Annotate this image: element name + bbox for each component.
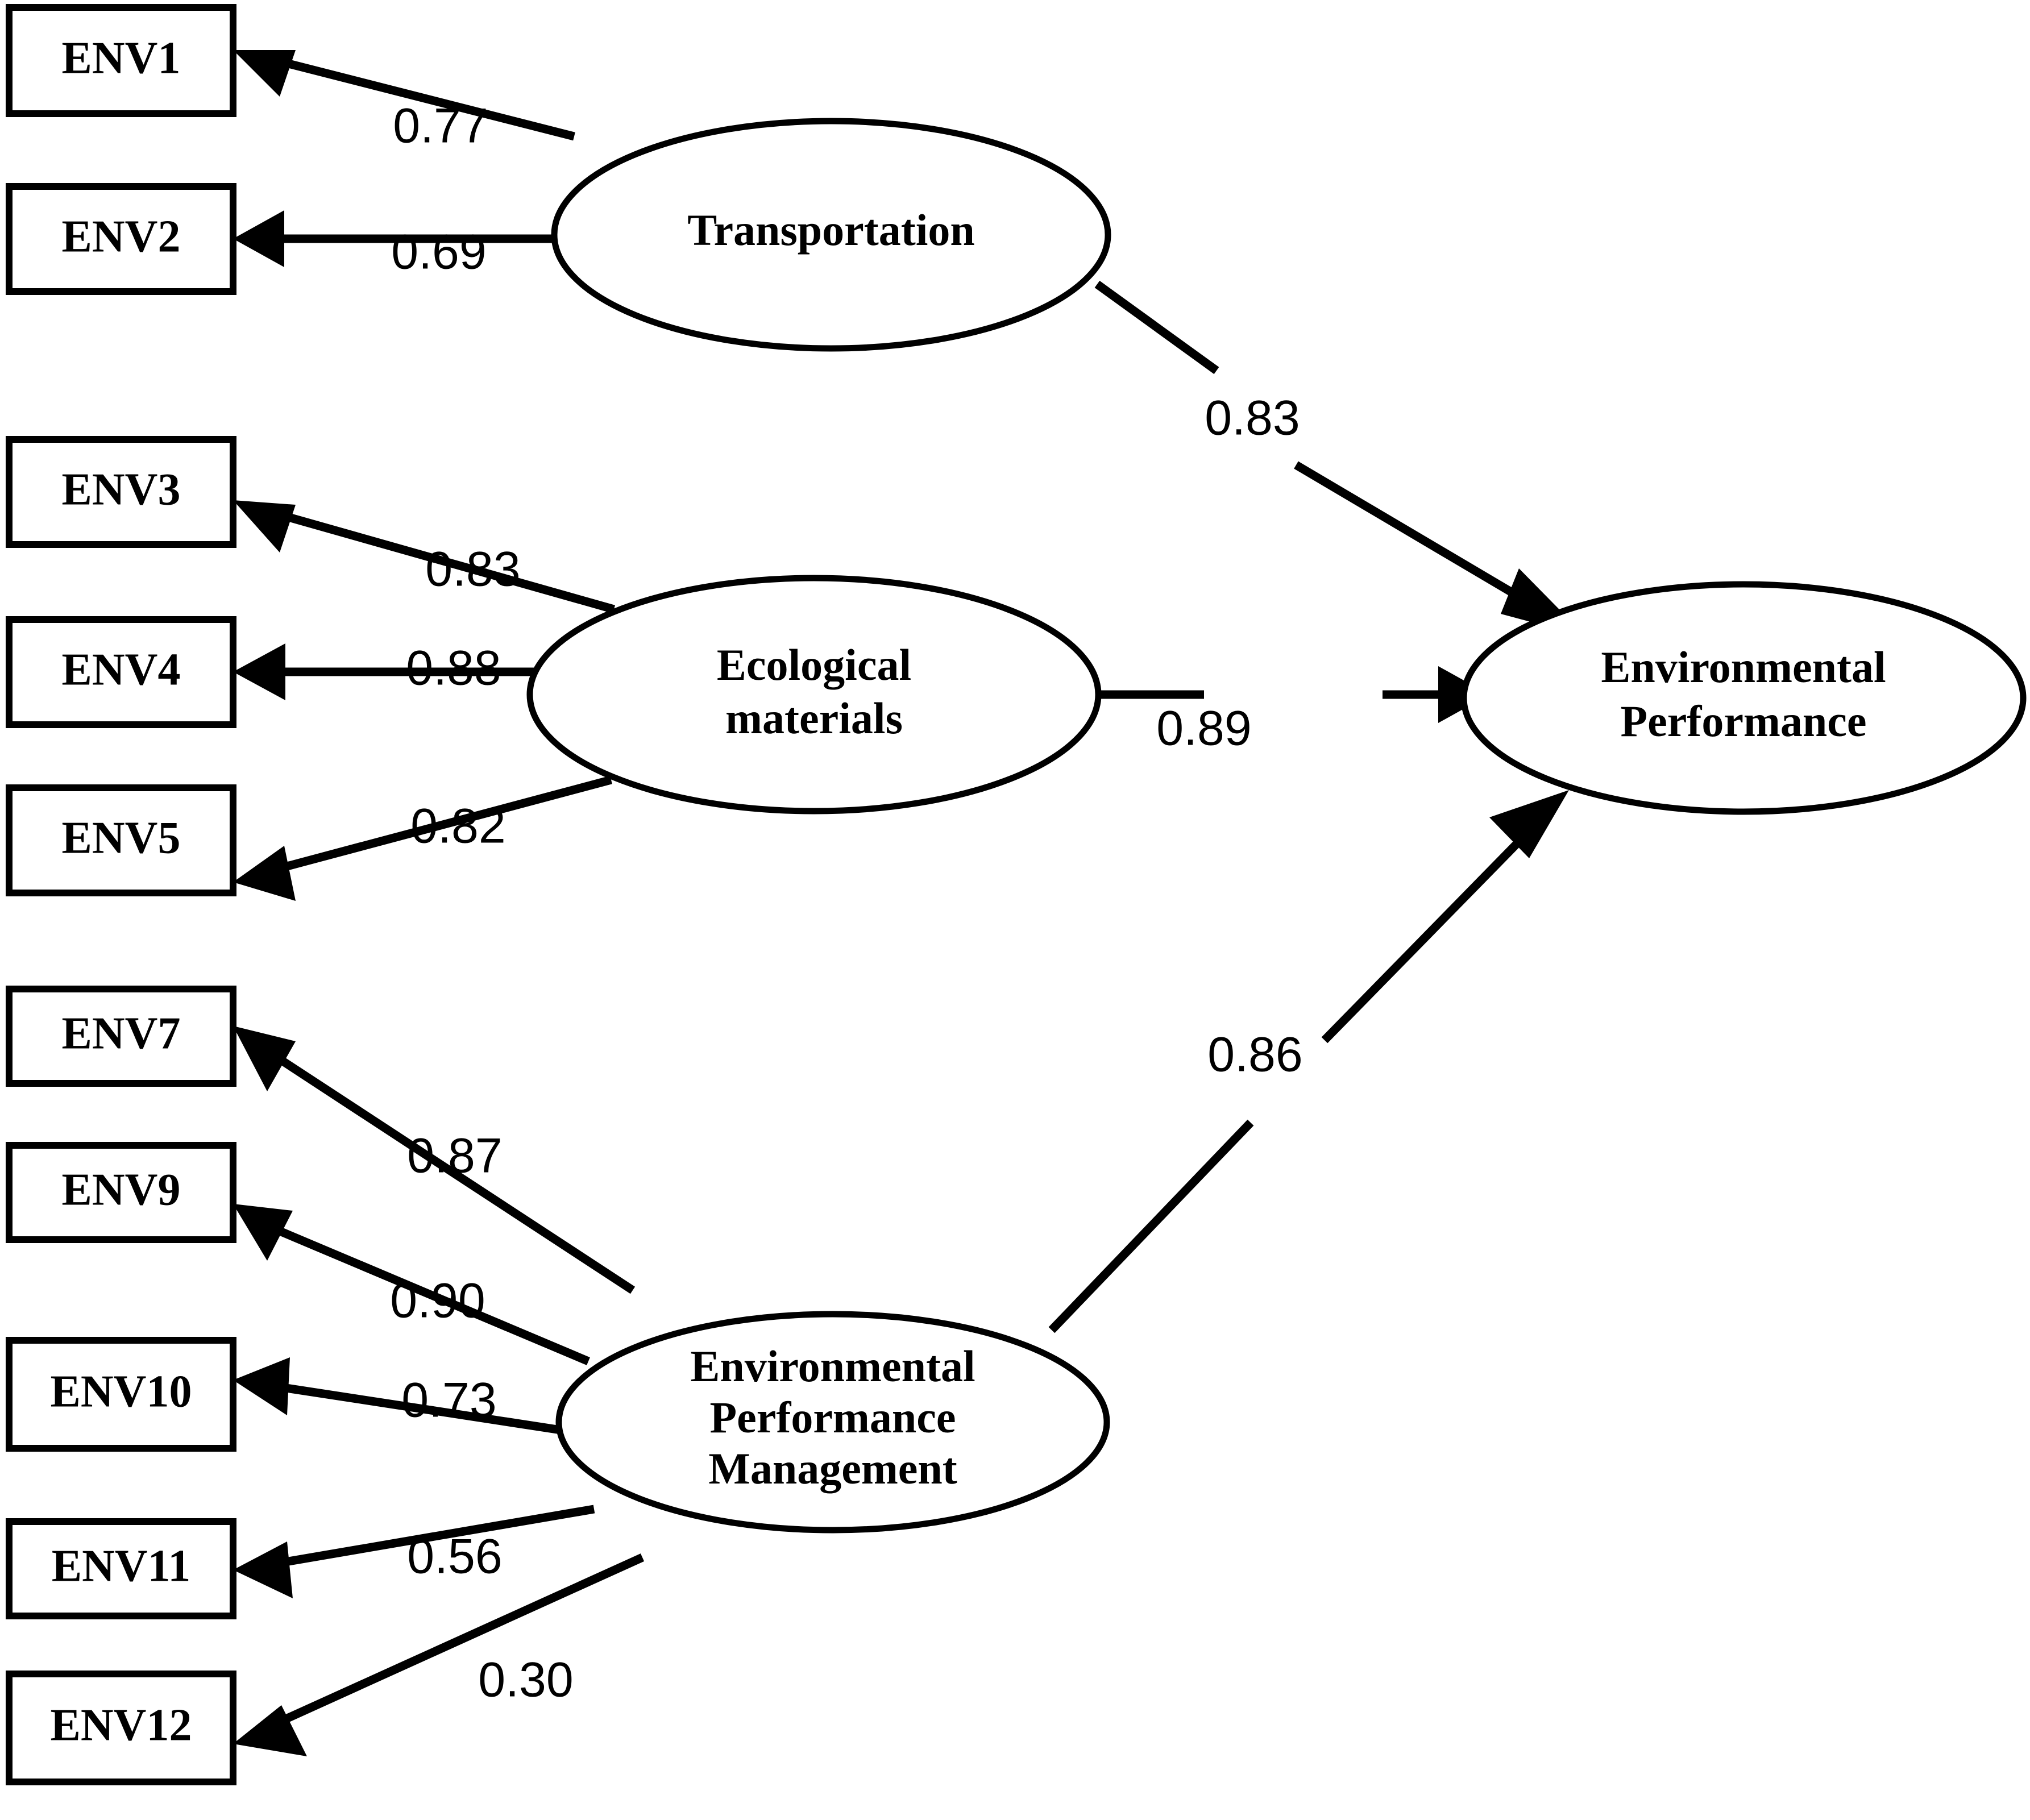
arrowhead-env12 bbox=[233, 1705, 307, 1756]
coefficient-label-env7: 0.87 bbox=[407, 1129, 502, 1183]
loading-edge-epm-env12 bbox=[233, 1553, 645, 1756]
indicator-box-env1[interactable]: ENV1 bbox=[6, 4, 236, 117]
loading-edge-epm-env10 bbox=[233, 1357, 570, 1436]
arrowhead-env10 bbox=[233, 1357, 290, 1415]
construct-label-epm-line1: Environmental bbox=[690, 1341, 975, 1391]
indicator-label-env10: ENV10 bbox=[51, 1366, 192, 1416]
coefficient-label-env9: 0.90 bbox=[390, 1274, 485, 1328]
indicator-label-env5: ENV5 bbox=[62, 813, 181, 863]
construct-label-epm-line2: Performance bbox=[709, 1393, 956, 1442]
structural-edge-epm-ep bbox=[1048, 790, 1569, 1333]
arrowhead-env2 bbox=[233, 210, 284, 267]
coefficient-label-env4: 0.88 bbox=[406, 641, 501, 696]
construct-environmental-performance[interactable]: Environmental Performance bbox=[1460, 581, 2027, 815]
coefficient-label-path-transportation-ep: 0.83 bbox=[1205, 391, 1300, 446]
indicator-box-env11[interactable]: ENV11 bbox=[6, 1518, 236, 1619]
coefficient-label-path-ecological-ep: 0.89 bbox=[1156, 701, 1251, 756]
coefficient-label-env11: 0.56 bbox=[407, 1530, 502, 1584]
arrowhead-env7 bbox=[233, 1026, 296, 1091]
indicator-label-env4: ENV4 bbox=[62, 645, 181, 695]
loading-edge-ecological-env4 bbox=[233, 643, 546, 700]
arrowhead-env9 bbox=[233, 1204, 293, 1261]
indicator-label-env3: ENV3 bbox=[62, 464, 181, 514]
construct-label-ecological-line2: materials bbox=[725, 693, 903, 743]
arrowhead-env3 bbox=[233, 500, 296, 552]
construct-ecological-materials[interactable]: Ecological materials bbox=[526, 575, 1102, 815]
indicator-box-env12[interactable]: ENV12 bbox=[6, 1671, 236, 1785]
loading-edge-epm-env7 bbox=[233, 1026, 636, 1294]
construct-label-ep-line2: Performance bbox=[1620, 696, 1866, 746]
loading-edge-ecological-env3 bbox=[233, 500, 616, 614]
indicator-box-env3[interactable]: ENV3 bbox=[6, 436, 236, 548]
coefficient-label-env12: 0.30 bbox=[478, 1653, 573, 1707]
coefficient-label-env5: 0.82 bbox=[410, 799, 505, 854]
indicator-box-env4[interactable]: ENV4 bbox=[6, 616, 236, 728]
structural-edge-ecological-ep bbox=[1096, 666, 1489, 723]
construct-transportation[interactable]: Transportation bbox=[551, 118, 1111, 352]
arrowhead-env4 bbox=[233, 643, 285, 700]
structural-edge-transportation-ep bbox=[1094, 280, 1586, 637]
construct-label-ep-line1: Environmental bbox=[1601, 642, 1886, 692]
construct-label-epm-line3: Management bbox=[708, 1444, 957, 1493]
indicator-label-env7: ENV7 bbox=[62, 1008, 181, 1058]
arrowhead-env1 bbox=[233, 50, 296, 97]
coefficient-label-env1: 0.77 bbox=[393, 99, 488, 153]
indicator-box-env2[interactable]: ENV2 bbox=[6, 183, 236, 295]
indicator-label-env1: ENV1 bbox=[62, 33, 181, 83]
loading-edge-ecological-env5 bbox=[233, 775, 612, 901]
arrowhead-ep-from-epm bbox=[1489, 790, 1569, 858]
loading-edge-epm-env9 bbox=[233, 1204, 590, 1365]
indicator-label-env12: ENV12 bbox=[51, 1700, 192, 1750]
coefficient-label-env2: 0.69 bbox=[391, 225, 486, 280]
coefficient-label-env10: 0.73 bbox=[401, 1373, 496, 1428]
indicator-label-env11: ENV11 bbox=[52, 1541, 191, 1591]
indicator-label-env2: ENV2 bbox=[62, 211, 181, 261]
indicator-label-env9: ENV9 bbox=[62, 1165, 181, 1215]
construct-environmental-performance-management[interactable]: Environmental Performance Management bbox=[555, 1311, 1110, 1534]
loading-edge-transportation-env2 bbox=[233, 210, 571, 267]
arrowhead-env5 bbox=[233, 846, 296, 901]
coefficient-label-env3: 0.83 bbox=[425, 542, 520, 597]
indicator-box-env9[interactable]: ENV9 bbox=[6, 1142, 236, 1243]
coefficient-label-path-epm-ep: 0.86 bbox=[1207, 1028, 1302, 1082]
indicator-box-env5[interactable]: ENV5 bbox=[6, 784, 236, 896]
arrowhead-env11 bbox=[233, 1541, 293, 1598]
loading-edge-transportation-env1 bbox=[233, 50, 575, 141]
loading-edge-epm-env11 bbox=[233, 1505, 595, 1598]
construct-label-transportation: Transportation bbox=[687, 205, 975, 255]
construct-label-ecological-line1: Ecological bbox=[717, 640, 911, 689]
indicator-box-env7[interactable]: ENV7 bbox=[6, 986, 236, 1087]
indicator-box-env10[interactable]: ENV10 bbox=[6, 1337, 236, 1452]
